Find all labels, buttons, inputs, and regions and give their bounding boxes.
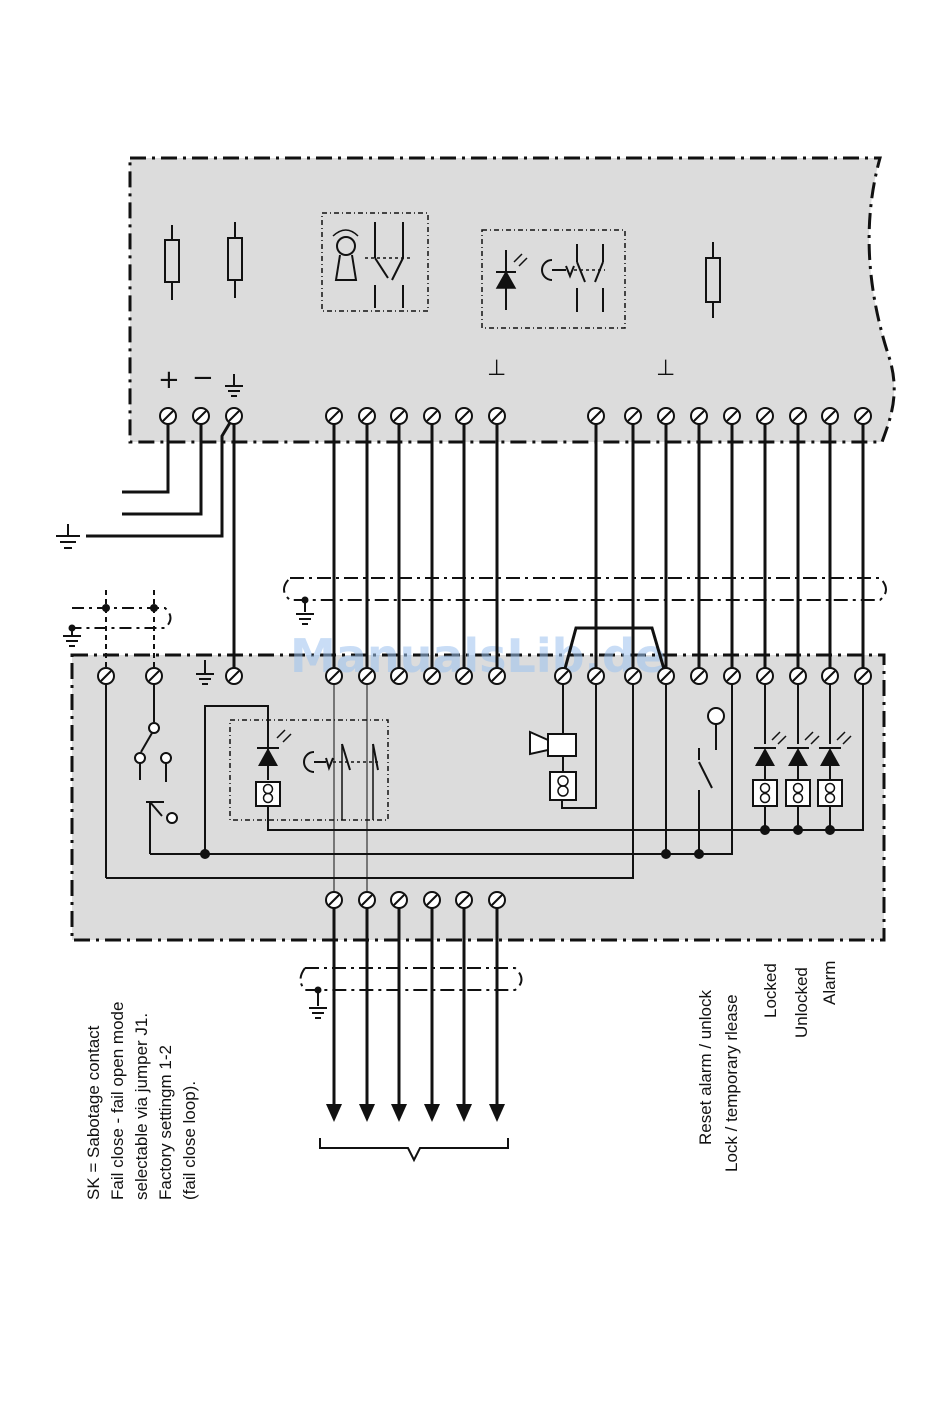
notes-block: SK = Sabotage contact Fail close - fail …	[84, 1002, 199, 1200]
note-line-5: (fail close loop).	[180, 1081, 199, 1200]
watermark: ManualsLib.de	[290, 629, 666, 683]
output-brace	[320, 1138, 508, 1160]
plus-sign: +	[158, 365, 180, 395]
terminal-mark-1: ⊥	[487, 356, 506, 381]
note-line-3: selectable via jumper J1.	[132, 1013, 151, 1200]
terminal-mark-2: ⊥	[656, 356, 675, 381]
output-labels: Reset alarm / unlock Lock / temporary rl…	[696, 961, 839, 1172]
note-line-2: Fail close - fail open mode	[108, 1002, 127, 1200]
note-line-1: SK = Sabotage contact	[84, 1025, 103, 1200]
note-line-4: Factory settingm 1-2	[156, 1045, 175, 1200]
minus-sign: −	[192, 363, 214, 393]
label-locked: Locked	[761, 963, 780, 1018]
label-lock-release: Lock / temporary rlease	[722, 994, 741, 1172]
label-alarm: Alarm	[820, 961, 839, 1005]
output-arrows	[326, 1104, 505, 1122]
upper-module	[130, 158, 894, 442]
label-reset-alarm: Reset alarm / unlock	[696, 990, 715, 1145]
label-unlocked: Unlocked	[792, 967, 811, 1038]
cable-shield-top	[284, 578, 886, 624]
earth-icon-external	[56, 524, 80, 548]
